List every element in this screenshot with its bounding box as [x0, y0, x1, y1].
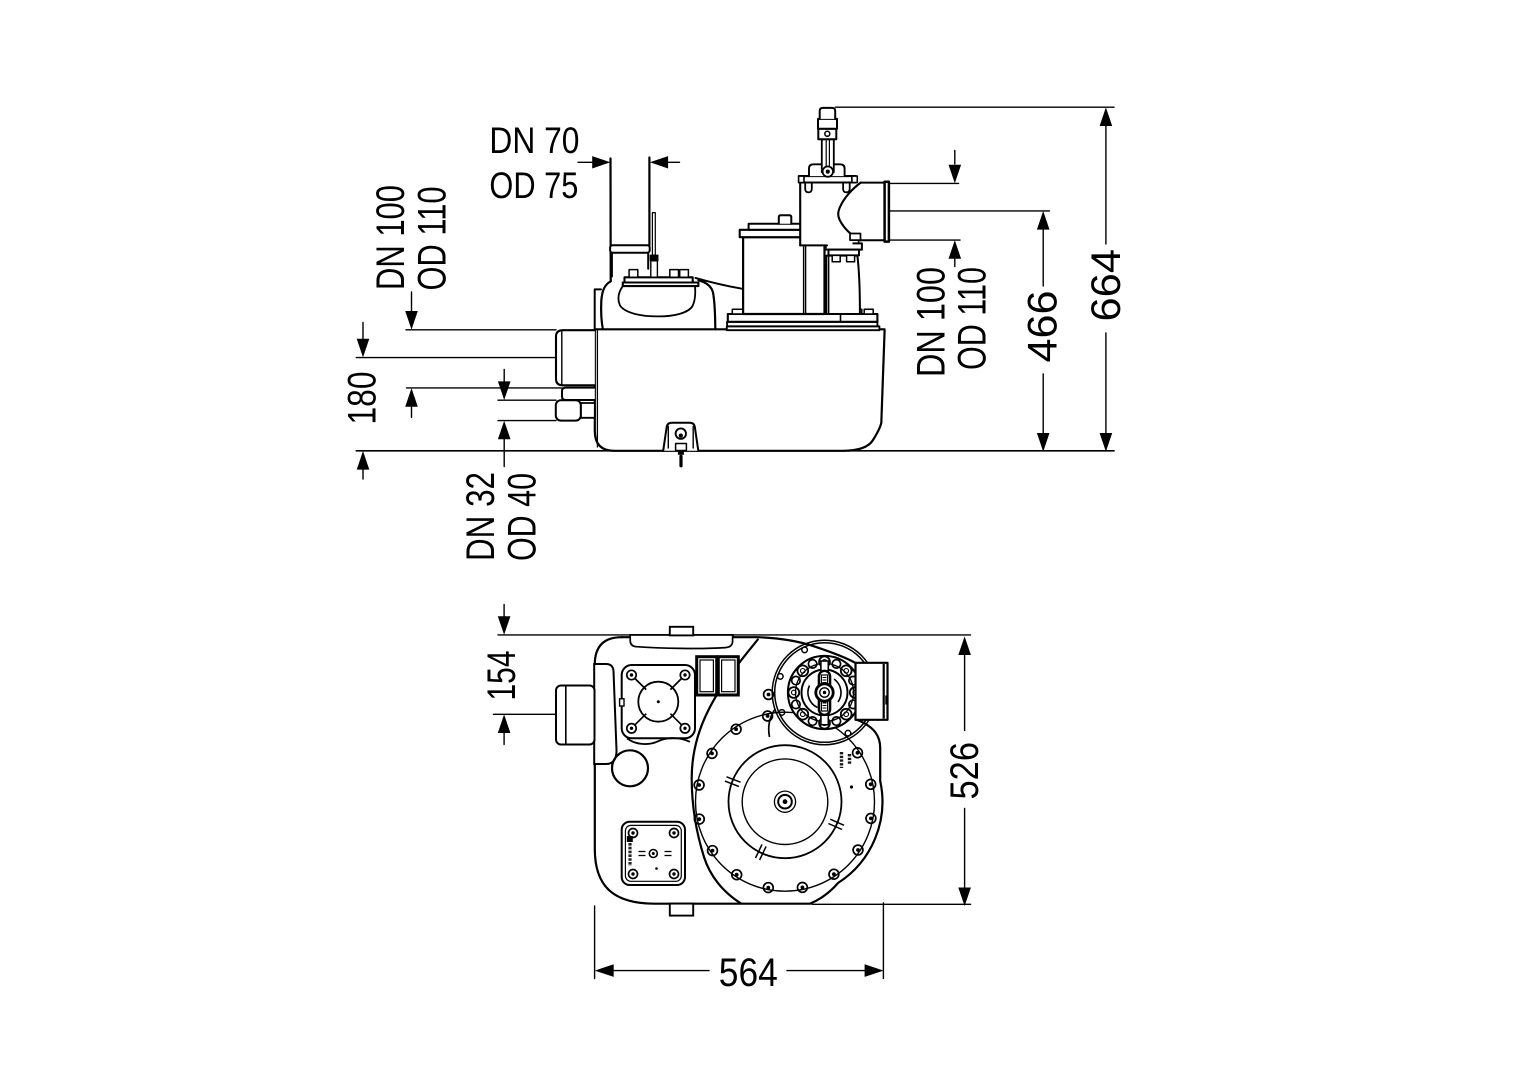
svg-text:DN 32: DN 32 — [459, 472, 503, 561]
svg-text:OD 40: OD 40 — [501, 473, 545, 561]
svg-text:DN 70: DN 70 — [489, 120, 579, 161]
svg-text:DN 100: DN 100 — [369, 185, 413, 290]
svg-text:OD 75: OD 75 — [489, 165, 578, 206]
svg-text:DN 100: DN 100 — [909, 267, 953, 377]
svg-text:154: 154 — [480, 651, 524, 701]
svg-text:OD 110: OD 110 — [950, 267, 994, 370]
svg-text:466: 466 — [1018, 291, 1065, 363]
svg-text:564: 564 — [719, 951, 778, 995]
svg-text:OD 110: OD 110 — [410, 187, 454, 291]
svg-text:664: 664 — [1082, 249, 1129, 322]
svg-text:526: 526 — [943, 742, 987, 800]
svg-text:180: 180 — [341, 372, 385, 425]
